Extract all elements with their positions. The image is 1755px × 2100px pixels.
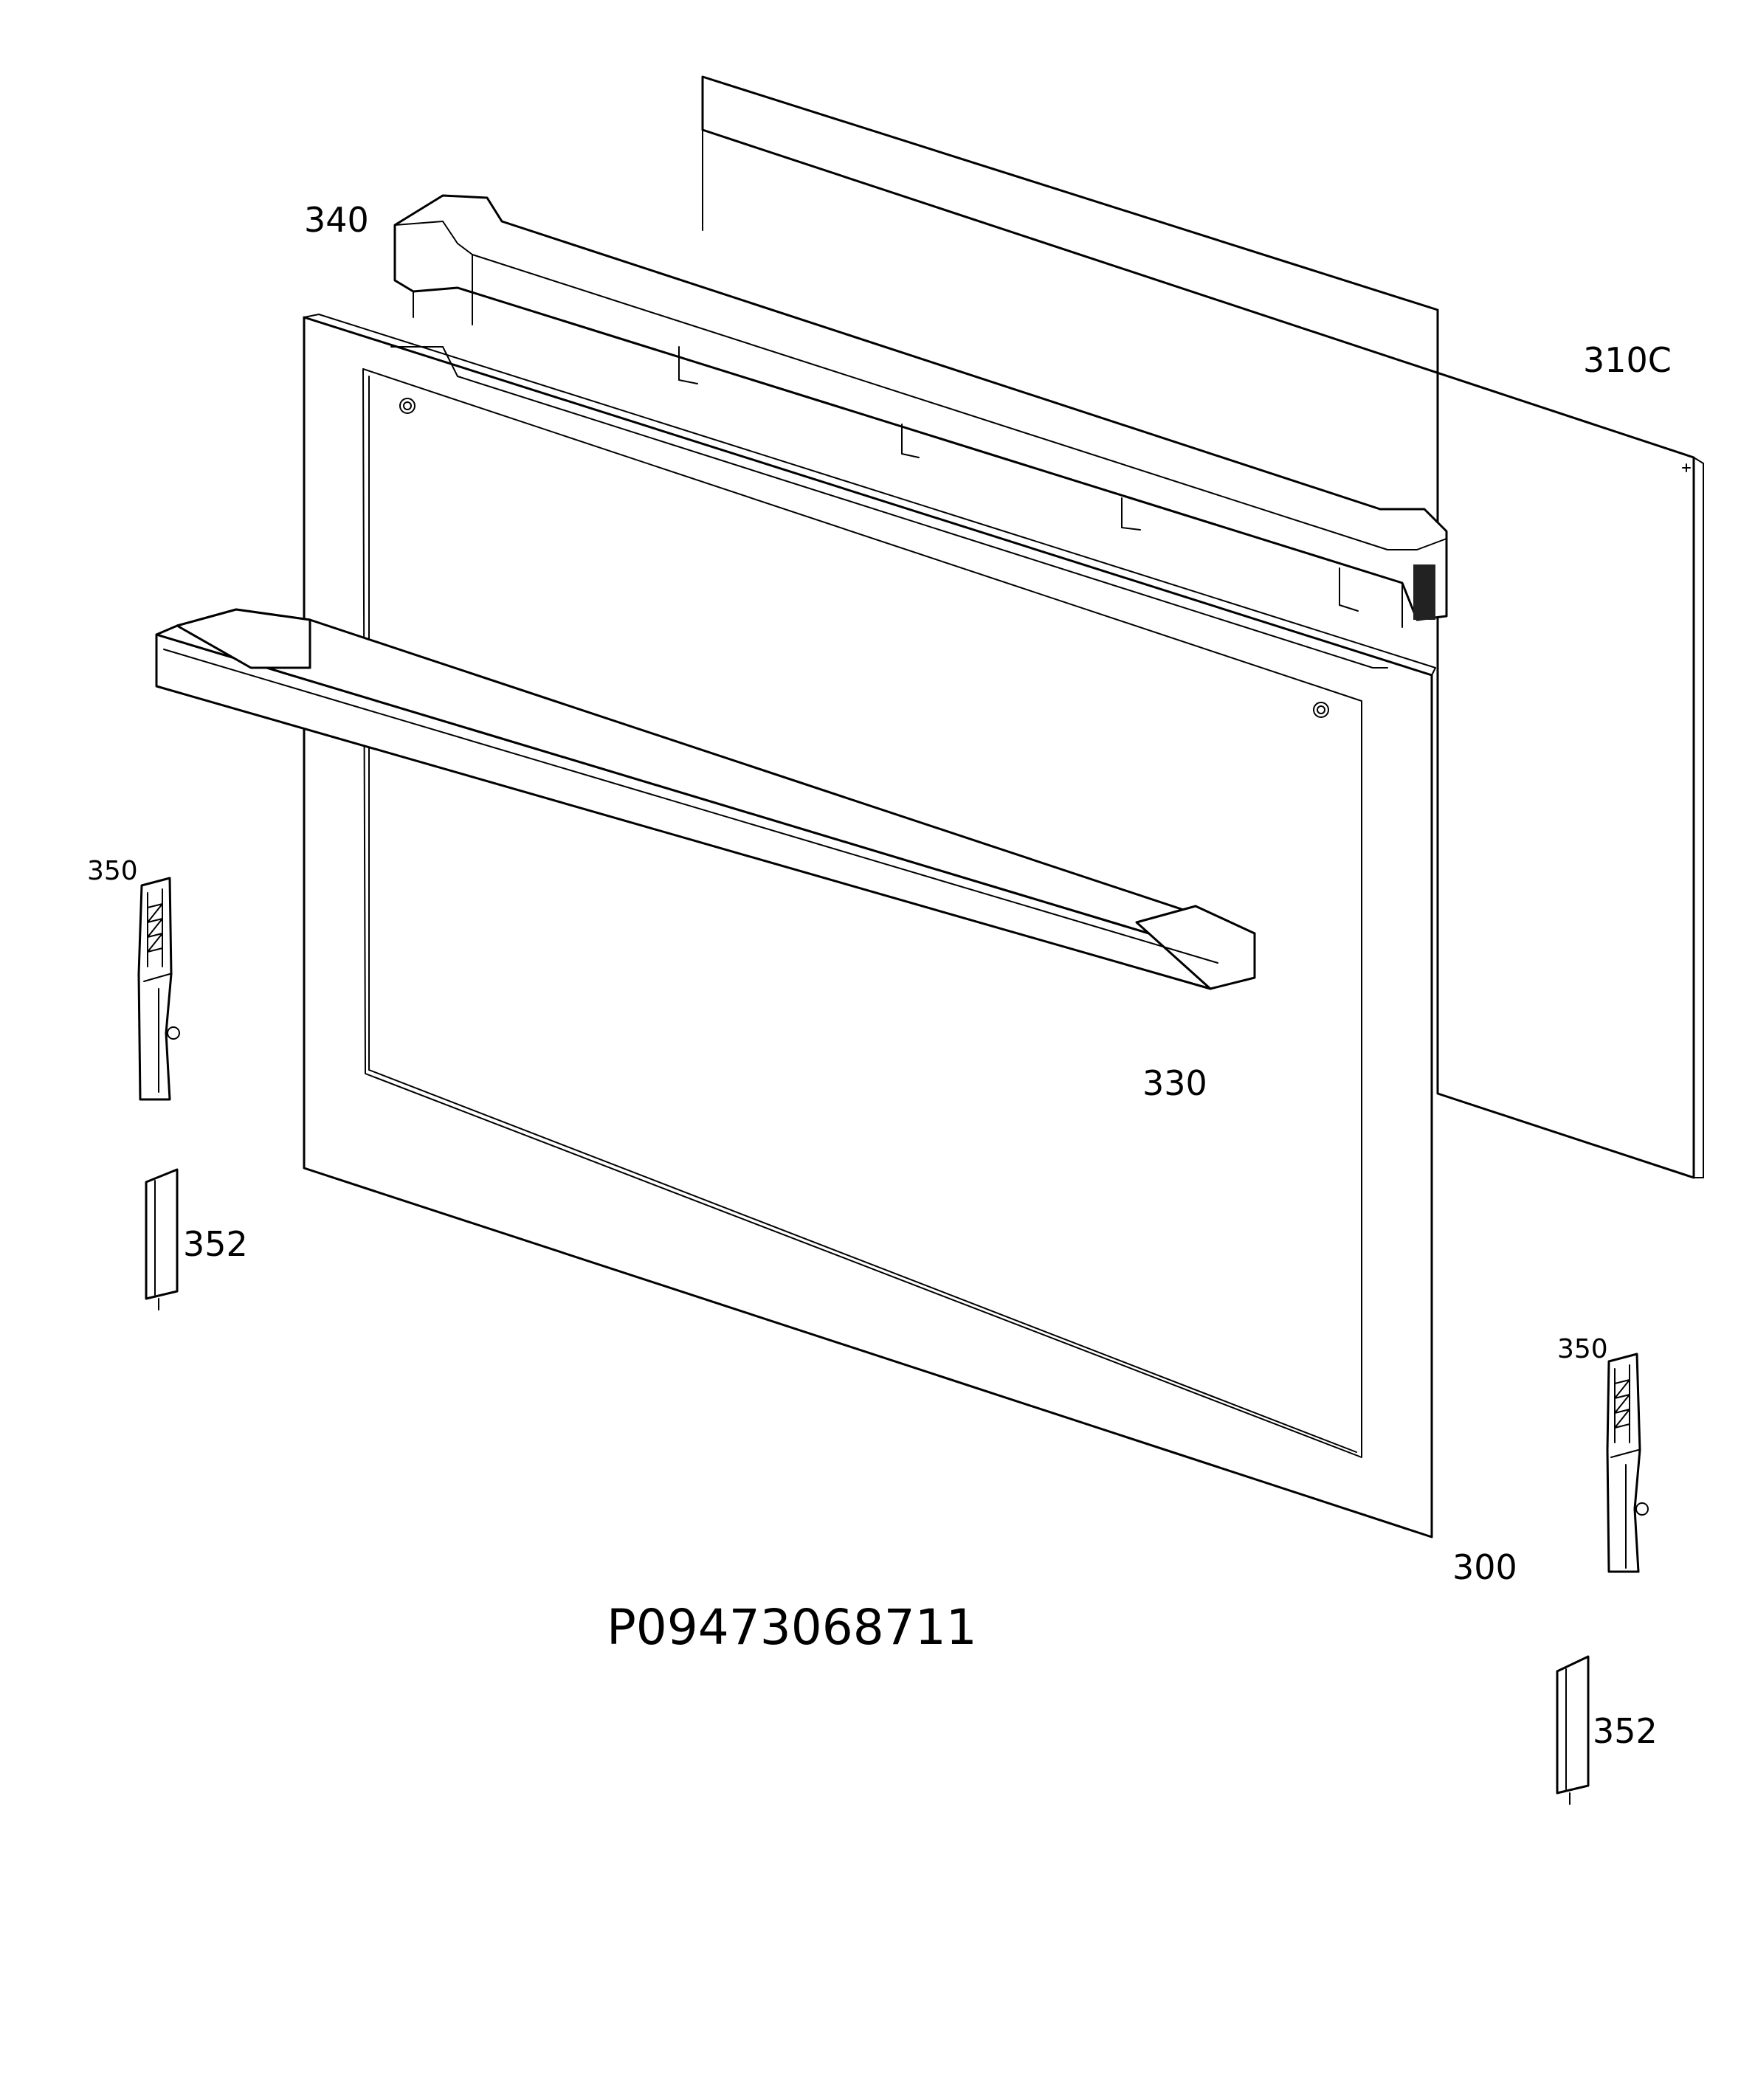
label-300: 300 (1452, 1547, 1517, 1587)
hinge-bracket-352-left (145, 1168, 179, 1310)
label-352-right: 352 (1593, 1711, 1658, 1751)
hinge-350-left (137, 877, 180, 1101)
hinge-350-right (1606, 1353, 1649, 1573)
inner-glass-310c (701, 75, 1704, 1179)
label-330: 330 (1142, 1063, 1207, 1103)
door-panel-300 (303, 314, 1436, 1538)
document-code: P09473068711 (607, 1599, 977, 1656)
handle-330 (155, 608, 1256, 990)
hinge-bracket-352-right (1556, 1655, 1590, 1805)
label-310c: 310C (1583, 340, 1672, 380)
label-340: 340 (304, 200, 369, 240)
label-350-right: 350 (1557, 1334, 1608, 1364)
label-352-left: 352 (183, 1224, 248, 1264)
label-350-left: 350 (87, 856, 138, 886)
hinge-cover-340 (390, 194, 1448, 669)
